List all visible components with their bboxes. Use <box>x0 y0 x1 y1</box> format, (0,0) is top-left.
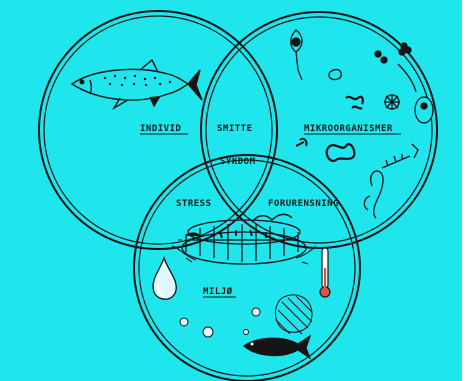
bubbles-drawing <box>180 308 260 337</box>
thermometer-drawing <box>320 248 330 297</box>
label-miljo: MILJØ <box>203 286 233 297</box>
label-smitte: SMITTE <box>217 124 253 134</box>
fish-cage-drawing <box>172 220 316 264</box>
label-individ: INDIVID <box>140 124 182 134</box>
label-mikroorganismer: MIKROORGANISMER <box>304 124 393 134</box>
fish-drawing <box>244 336 310 358</box>
pollution-hatch-drawing <box>275 295 312 334</box>
label-stress: STRESS <box>176 199 212 209</box>
label-forurensning: FORURENSNING <box>268 199 339 209</box>
label-sykdom: SYKDOM <box>220 157 256 167</box>
water-drop-drawing <box>153 258 176 299</box>
salmon-drawing <box>72 60 202 108</box>
